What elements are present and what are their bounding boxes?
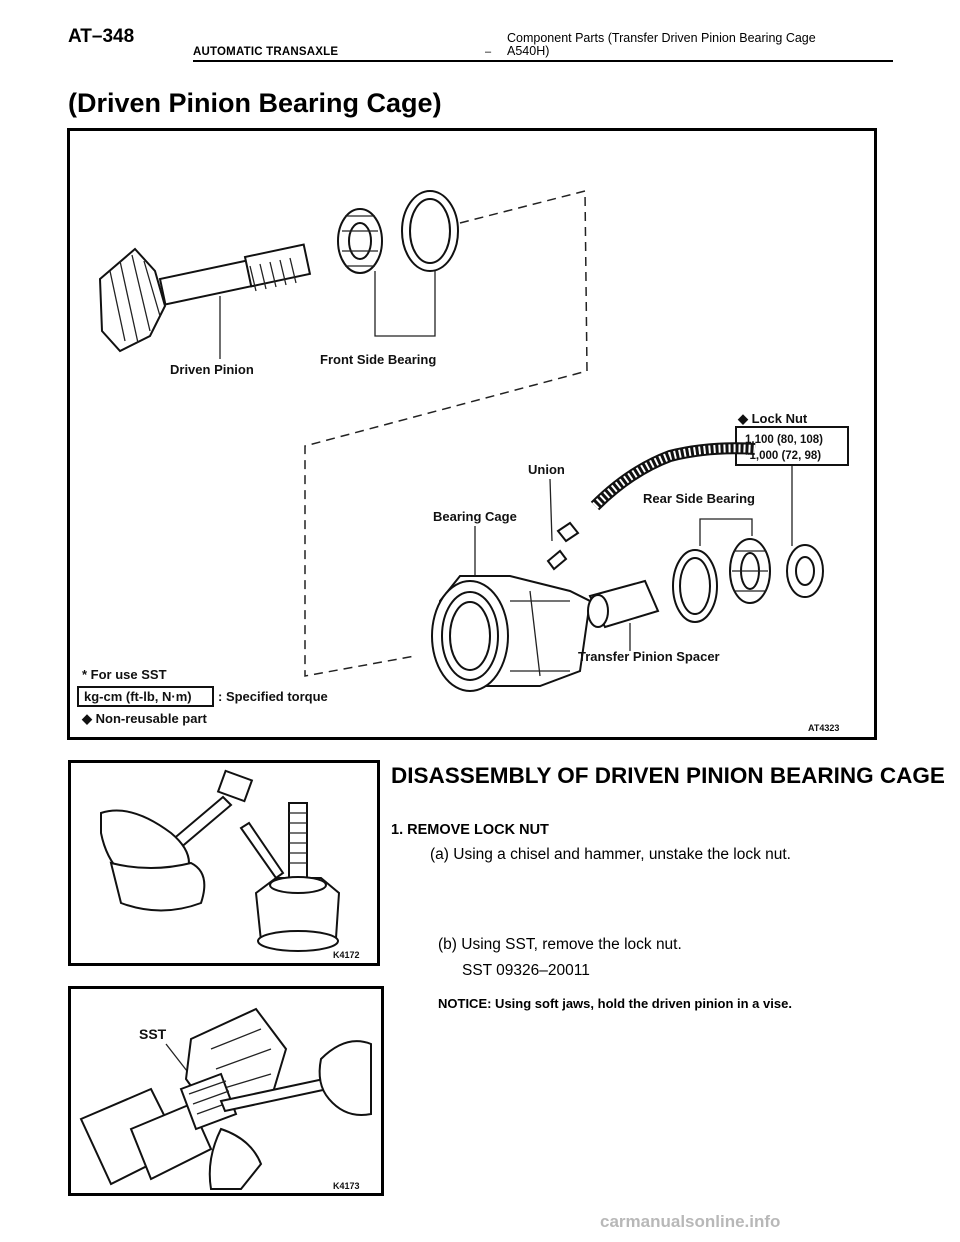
figure2-svg: SST K4173 xyxy=(79,1007,372,1191)
page-title: (Driven Pinion Bearing Cage) xyxy=(68,88,442,118)
notice-text: NOTICE: Using soft jaws, hold the driven… xyxy=(438,996,792,1011)
figure-code: AT4323 xyxy=(808,723,839,733)
pinion-shaft-illustration xyxy=(254,802,341,952)
legend-sst: * For use SST xyxy=(82,667,167,682)
exploded-diagram: Driven Pinion Front Side Bearing ◆ Lock … xyxy=(67,128,877,740)
figure1-svg: K4172 xyxy=(100,769,360,960)
section-title: AUTOMATIC TRANSAXLE xyxy=(193,46,339,58)
rear-leader-lines xyxy=(699,466,793,546)
legend-torque-desc: : Specified torque xyxy=(218,689,328,704)
driven-pinion-part xyxy=(98,243,312,353)
step-1: 1. REMOVE LOCK NUT xyxy=(391,822,549,838)
header-topic: Component Parts (Transfer Driven Pinion … xyxy=(507,31,816,58)
legend-torque-unit: kg-cm (ft-lb, N·m) xyxy=(84,689,192,704)
bearing-cage-part xyxy=(431,575,592,692)
vise-illustration xyxy=(79,1087,213,1186)
watermark: carmanualsonline.info xyxy=(600,1212,781,1231)
figure2-sst-label: SST xyxy=(139,1026,167,1042)
figure-remove-nut-sst: SST K4173 xyxy=(68,986,384,1196)
page-number: AT–348 xyxy=(68,26,135,47)
front-side-bearing-part xyxy=(337,208,383,274)
rear-race-part xyxy=(672,549,718,623)
lock-nut-part xyxy=(786,544,824,598)
figure-unstake-nut: K4172 xyxy=(68,760,380,966)
label-bearing-cage: Bearing Cage xyxy=(433,509,517,524)
assembly-dashed-line xyxy=(304,190,588,677)
label-torque-1: 1,100 (80, 108) xyxy=(745,434,823,446)
header-rule xyxy=(193,60,893,62)
sst-number: SST 09326–20011 xyxy=(462,962,590,979)
hand-illustration-2 xyxy=(208,1040,372,1190)
header-separator: – xyxy=(485,46,492,58)
label-lock-nut: ◆ Lock Nut xyxy=(737,411,808,426)
step-1b: (b) Using SST, remove the lock nut. xyxy=(438,936,682,953)
front-race-part xyxy=(401,190,459,272)
label-front-side-bearing: Front Side Bearing xyxy=(320,352,436,367)
hammer-illustration xyxy=(169,769,254,851)
label-driven-pinion: Driven Pinion xyxy=(170,362,254,377)
figure1-code: K4172 xyxy=(333,950,360,960)
label-torque-2: *1,000 (72, 98) xyxy=(745,450,821,462)
transfer-pinion-spacer-part xyxy=(587,579,660,629)
figure2-code: K4173 xyxy=(333,1181,360,1191)
chisel-illustration xyxy=(239,821,285,880)
diagram-svg: Driven Pinion Front Side Bearing ◆ Lock … xyxy=(77,190,849,733)
label-union: Union xyxy=(528,462,565,477)
legend-nonreusable: ◆ Non-reusable part xyxy=(81,711,208,726)
union-part xyxy=(546,521,580,571)
label-transfer-pinion-spacer: Transfer Pinion Spacer xyxy=(578,649,720,664)
rear-side-bearing-part xyxy=(729,538,771,604)
section-heading: DISASSEMBLY OF DRIVEN PINION BEARING CAG… xyxy=(391,763,945,788)
hand-illustration xyxy=(100,809,206,912)
label-rear-side-bearing: Rear Side Bearing xyxy=(643,491,755,506)
mid-leader-lines xyxy=(474,478,553,591)
top-leader-lines xyxy=(219,271,436,359)
step-1a: (a) Using a chisel and hammer, unstake t… xyxy=(430,846,791,863)
legend-torque-box xyxy=(77,686,214,707)
